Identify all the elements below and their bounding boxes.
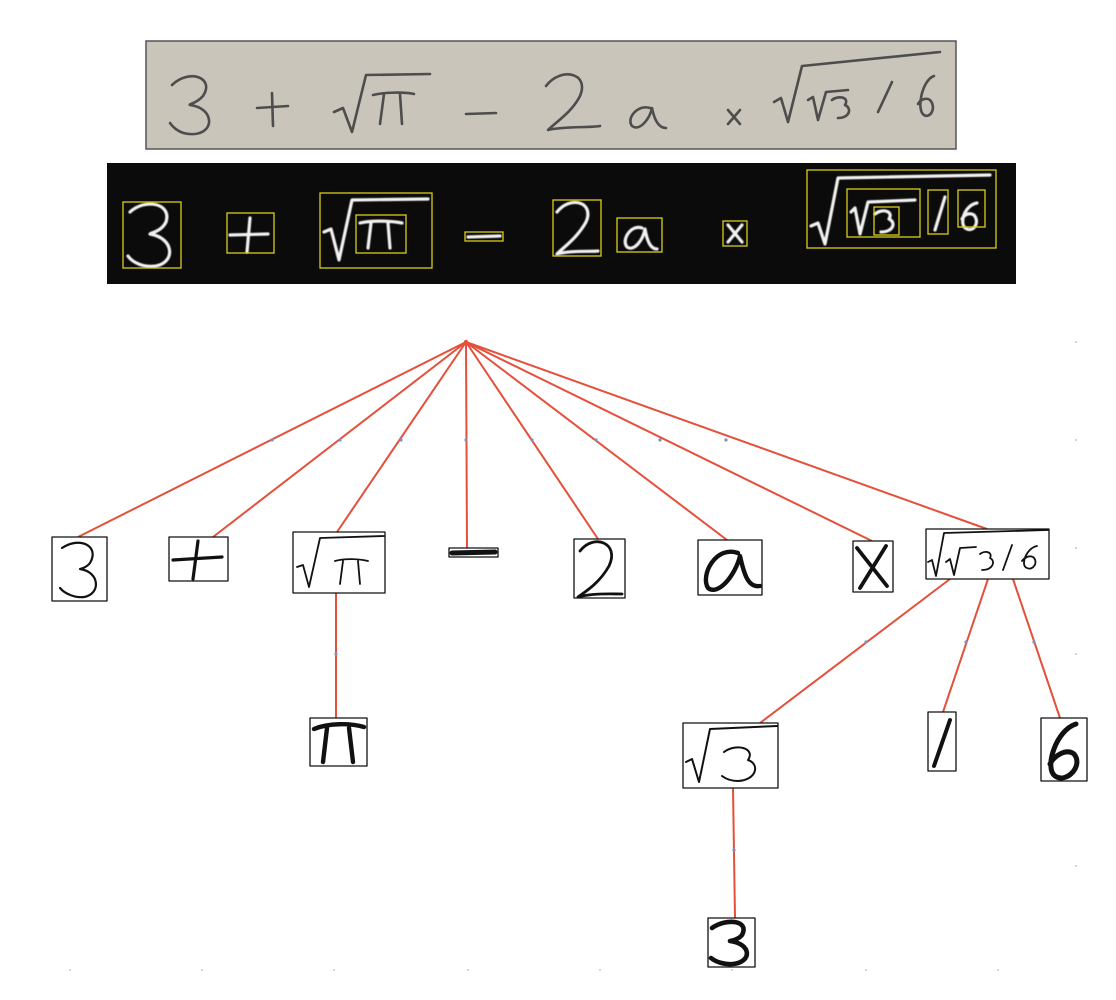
edge-sqrtfrac-slash (942, 578, 989, 713)
tree-root-node (463, 339, 469, 345)
tree-node-3-leaf (707, 917, 756, 968)
tree-node-3 (51, 536, 108, 602)
edge-root-x (465, 341, 873, 542)
detect-box-2 (552, 199, 602, 257)
detect-box-minus (464, 231, 504, 242)
tree-node-sqrt-pi (292, 531, 386, 594)
edge-sqrtfrac-6 (1012, 578, 1061, 719)
faint-grid-dots (69, 341, 1077, 971)
photo-alpha (629, 106, 668, 130)
tree-node-alpha (697, 539, 763, 596)
detect-box-sqrt3 (846, 188, 921, 238)
edge-sqrt3-3 (732, 787, 736, 919)
photo-digit-2 (544, 73, 602, 132)
edge-root-minus (465, 341, 468, 549)
tree-node-6 (1040, 717, 1088, 782)
edge-sqrtfrac-sqrt3 (759, 578, 951, 724)
photo-times (726, 108, 742, 126)
detect-box-alpha (616, 217, 663, 253)
detect-box-plus (226, 212, 275, 254)
edge-root-sqrt-frac (465, 341, 988, 530)
tree-node-sqrt-frac (925, 528, 1050, 580)
tree-node-minus (448, 547, 499, 558)
detect-box-3 (122, 201, 182, 269)
photo-sqrt-frac (772, 50, 942, 124)
detect-box-slash (927, 189, 949, 235)
tree-node-sqrt3 (682, 722, 779, 789)
handwritten-photo (145, 40, 957, 150)
photo-digit-3 (168, 74, 211, 136)
edge-direction-ticks (270, 438, 1036, 852)
tree-node-plus (168, 536, 229, 582)
detect-box-pi (355, 214, 407, 254)
detect-box-3-inner (873, 206, 900, 236)
tree-node-x (852, 540, 894, 593)
photo-minus (464, 111, 498, 116)
detect-box-sqrt-pi (319, 192, 433, 269)
detect-box-sqrt-frac (806, 169, 997, 249)
photo-sqrt-pi (332, 72, 432, 134)
symbol-detection-image (107, 163, 1016, 284)
photo-plus (255, 91, 290, 128)
detect-box-x (722, 220, 748, 247)
tree-node-slash (927, 711, 957, 772)
parse-tree-edges (77, 341, 1061, 919)
edge-root-sqrt-pi (336, 341, 467, 533)
tree-node-2 (573, 538, 626, 599)
detect-box-6 (957, 189, 986, 228)
parse-tree-nodes (51, 528, 1088, 968)
tree-node-pi (309, 717, 368, 767)
